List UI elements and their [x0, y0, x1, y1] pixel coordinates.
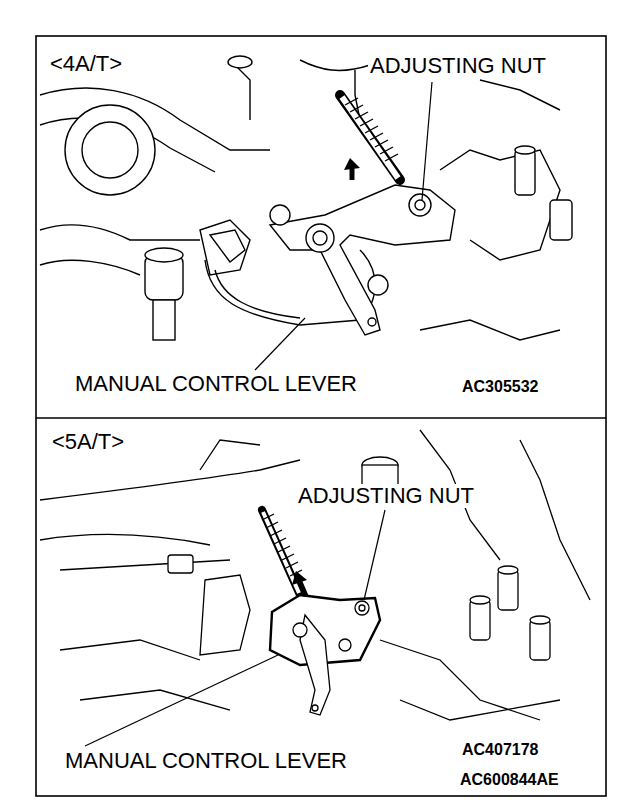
transmission-5at	[40, 430, 590, 720]
leader-line	[255, 82, 432, 370]
leader-line	[85, 510, 385, 746]
model-label: <5A/T>	[50, 430, 126, 454]
part-name: MANUAL CONTROL LEVER	[63, 749, 349, 773]
frame	[36, 36, 606, 796]
model-label: <4A/T>	[48, 52, 124, 76]
figure-code: AC305532	[460, 378, 541, 396]
part-name: MANUAL CONTROL LEVER	[73, 372, 359, 396]
transmission-4at	[40, 56, 572, 340]
part-name: ADJUSTING NUT	[296, 484, 476, 508]
figure-code: AC407178	[460, 741, 541, 759]
figure-code: AC600844AE	[458, 771, 561, 789]
part-name: ADJUSTING NUT	[368, 54, 548, 78]
